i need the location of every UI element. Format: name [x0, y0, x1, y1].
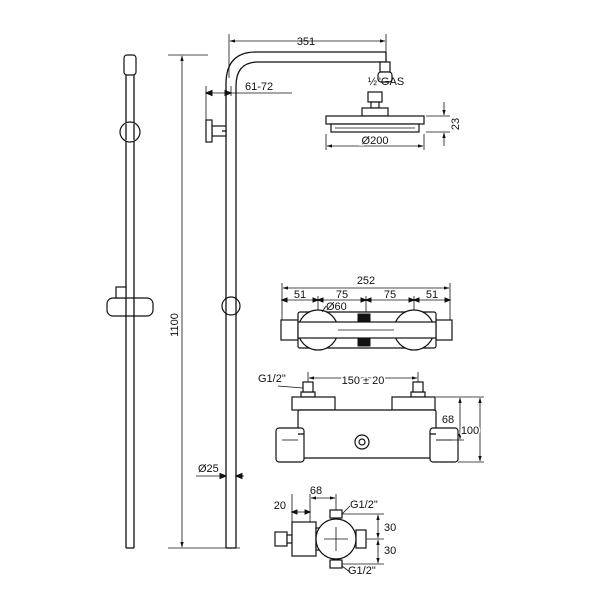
- dim-arm-reach: 351: [297, 36, 315, 48]
- label-side-thread-top: G1/2": [350, 499, 378, 511]
- head-diameter-dimension: Ø200: [325, 134, 425, 150]
- dim-side-spacing-bottom: 30: [384, 545, 396, 557]
- valve-top-view: [280, 309, 453, 351]
- dim-knob-diameter: Ø60: [326, 301, 347, 313]
- valve-side-view: [274, 509, 367, 569]
- side-view: [205, 51, 393, 549]
- label-side-thread-bottom: G1/2": [348, 565, 376, 577]
- dim-seg-mid-left: 75: [336, 289, 348, 301]
- head-height-dimension: 23: [426, 102, 462, 146]
- dim-valve-width: 252: [357, 275, 375, 287]
- valve-height-dimension: 68 100: [436, 396, 484, 463]
- valve-centers-dimension: G1/2" 150 ± 20: [258, 372, 419, 389]
- dim-pipe-diameter: Ø25: [198, 463, 219, 475]
- label-gas-connection: ½"GAS: [368, 76, 404, 88]
- dim-side-offset-b: 68: [310, 485, 322, 497]
- dim-valve-depth: 68: [442, 414, 454, 426]
- label-thread-top: G1/2": [258, 373, 286, 385]
- pipe-diameter-dimension: Ø25: [196, 463, 244, 480]
- arm-reach-dimension: 351: [228, 34, 387, 78]
- dim-centers: 150 ± 20: [342, 375, 385, 387]
- dim-head-diameter: Ø200: [362, 135, 389, 147]
- dim-head-height: 23: [450, 118, 462, 130]
- dim-seg-right: 51: [426, 289, 438, 301]
- dim-valve-height: 100: [461, 425, 479, 437]
- valve-width-dimension: 252 51 75 75 51 Ø60: [280, 275, 452, 320]
- valve-front-view: [275, 381, 459, 463]
- valve-side-dimensions: 20 68 G1/2" G1/2" 30 30: [274, 485, 397, 577]
- dim-seg-left: 51: [294, 289, 306, 301]
- dim-pipe-offset: 61-72: [245, 81, 273, 93]
- front-view: [106, 54, 154, 549]
- dim-total-height: 1100: [169, 313, 181, 337]
- dim-side-offset-a: 20: [274, 500, 286, 512]
- dim-side-spacing-top: 30: [384, 522, 396, 534]
- pipe-offset-dimension: 61-72: [204, 81, 292, 120]
- dim-seg-mid-right: 75: [384, 289, 396, 301]
- shower-head: ½"GAS: [325, 76, 425, 133]
